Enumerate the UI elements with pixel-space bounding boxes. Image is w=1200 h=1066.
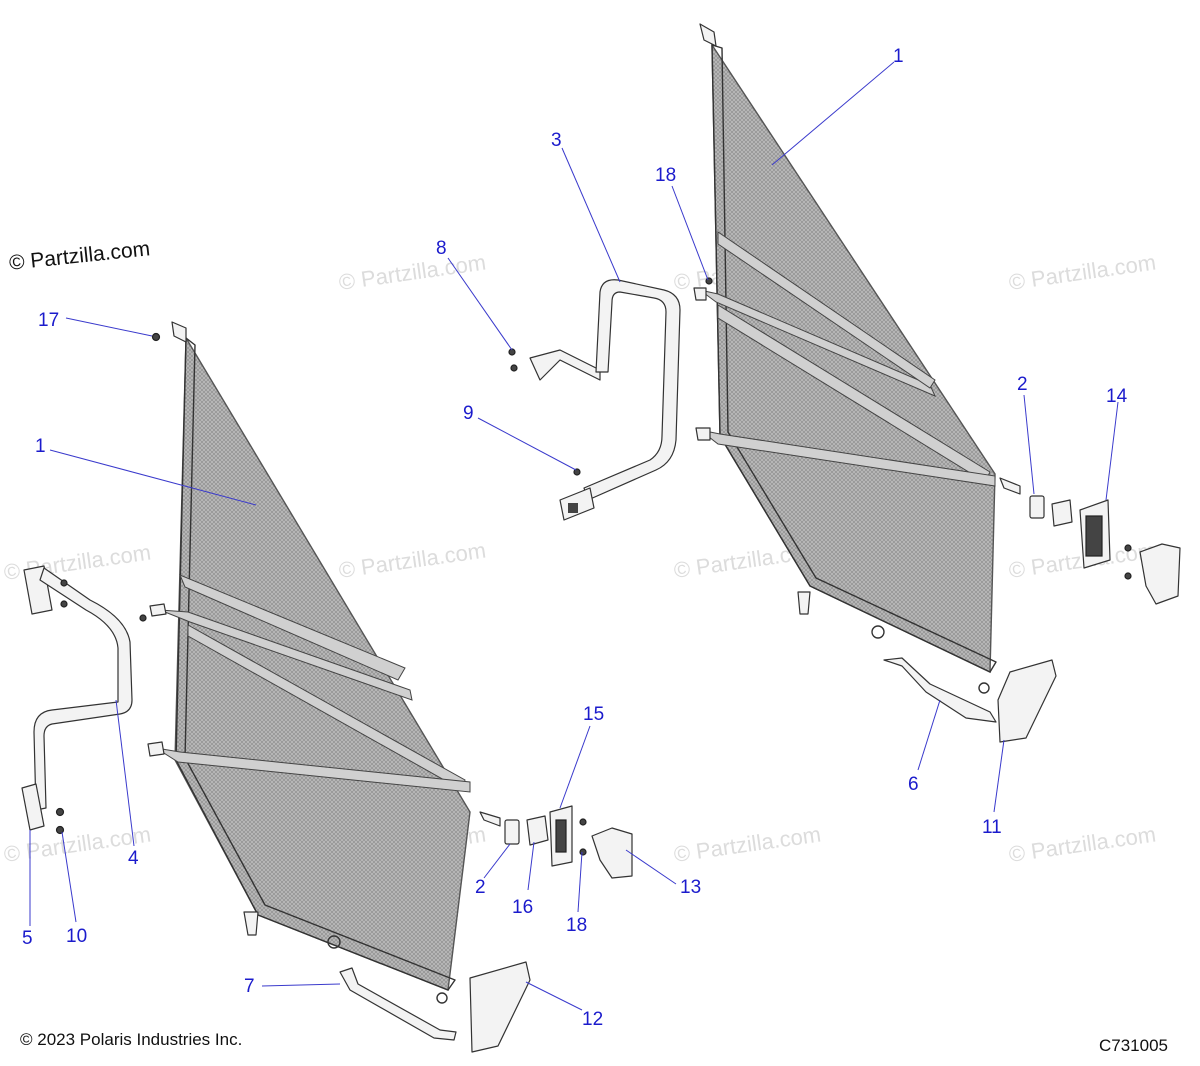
latch-left [504,805,633,879]
callout-16: 16 [512,897,533,918]
tether-part-6 [883,657,997,723]
callout-1-right: 1 [893,46,904,67]
callout-10: 10 [66,926,87,947]
watermark: © Partzilla.com [1007,250,1157,295]
callout-13: 13 [680,877,701,898]
right-net [693,23,1021,694]
watermark: © Partzilla.com [2,540,152,585]
callout-18-bottom: 18 [566,915,587,936]
latch-right [1029,495,1181,605]
watermark: © Partzilla.com [337,538,487,583]
callout-2-right: 2 [1017,374,1028,395]
callout-18-top: 18 [655,165,676,186]
callouts: 1 1 3 8 9 18 17 2 14 4 5 10 2 15 16 18 1… [22,46,1128,1030]
drawing-number: C731005 [1098,1036,1168,1055]
callout-7: 7 [244,976,255,997]
callout-12: 12 [582,1009,603,1030]
tether-part-7 [339,967,457,1041]
cover-part-11 [997,659,1057,743]
grab-bar-part-4 [21,565,133,831]
left-net [147,321,501,1004]
callout-6: 6 [908,774,919,795]
callout-15: 15 [583,704,604,725]
callout-14: 14 [1106,386,1128,407]
callout-3: 3 [551,130,562,151]
grab-bar-part-3 [529,279,681,521]
callout-2-left: 2 [475,877,486,898]
fasteners [55,277,1132,856]
callout-17: 17 [38,310,59,331]
callout-4: 4 [128,848,139,869]
callout-11: 11 [982,817,1002,838]
copyright-notice: © 2023 Polaris Industries Inc. [20,1030,243,1049]
cover-part-12 [469,961,531,1053]
watermark: © Partzilla.com [1007,822,1157,867]
callout-5: 5 [22,928,33,949]
callout-1-left: 1 [35,436,46,457]
callout-8: 8 [436,238,447,259]
watermark: © Partzilla.com [337,250,487,295]
leader-lines [29,61,1119,1011]
callout-9: 9 [463,403,474,424]
watermark: © Partzilla.com [672,822,822,867]
